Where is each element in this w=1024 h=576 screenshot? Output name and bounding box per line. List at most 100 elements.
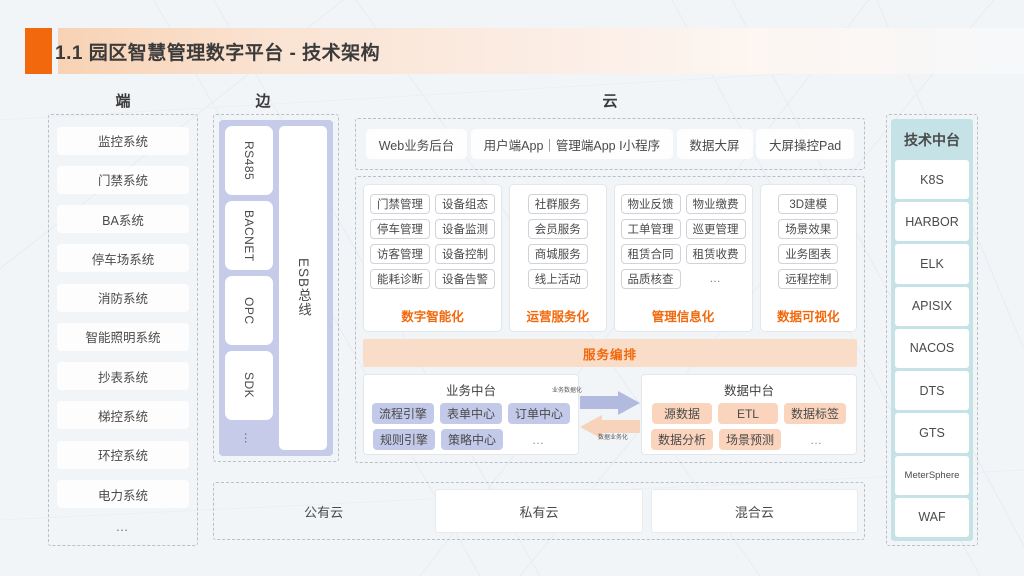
function-chip[interactable]: 品质核查	[620, 269, 681, 289]
tech-platform-item[interactable]: MeterSphere	[895, 455, 969, 495]
cloud-deployment-types-panel: 公有云 私有云混合云	[213, 482, 865, 540]
function-chip[interactable]: 能耗诊断	[370, 269, 430, 289]
end-system-item[interactable]: 电力系统	[57, 480, 189, 509]
esb-bus-label: ESB总线	[296, 258, 311, 318]
function-chip[interactable]: 访客管理	[370, 244, 430, 264]
function-chip[interactable]: 3D建模	[778, 194, 839, 214]
function-group-row: 远程控制	[778, 269, 839, 289]
edge-protocol-label: OPC	[242, 296, 256, 325]
function-group-title: 数字智能化	[401, 310, 464, 324]
function-chip[interactable]: 设备组态	[435, 194, 495, 214]
function-group-title: 数据可视化	[776, 310, 840, 324]
function-group: 3D建模场景效果业务图表远程控制数据可视化	[759, 184, 857, 332]
end-system-item[interactable]: BA系统	[57, 205, 189, 234]
middle-platform-chip[interactable]: 规则引擎	[372, 429, 435, 450]
end-system-item[interactable]: 环控系统	[57, 440, 189, 469]
function-chip[interactable]: 业务图表	[778, 244, 839, 264]
middle-platform-chip[interactable]: 数据标签	[783, 403, 846, 424]
function-group-grid: 门禁管理设备组态停车管理设备监测访客管理设备控制能耗诊断设备告警	[370, 194, 495, 289]
tech-platform-item[interactable]: APISIX	[895, 286, 969, 326]
middle-platform-chip[interactable]: 场景预测	[719, 429, 782, 450]
tech-platform-item[interactable]: NACOS	[895, 328, 969, 369]
cloud-type-box[interactable]: 混合云	[650, 489, 858, 533]
function-group-row: 3D建模	[778, 194, 839, 214]
function-group-row: 停车管理设备监测	[370, 219, 495, 239]
end-system-item[interactable]: 停车场系统	[57, 244, 189, 273]
function-chip[interactable]: 租赁收费	[685, 244, 746, 264]
tech-platform-item[interactable]: HARBOR	[895, 202, 969, 242]
function-chip[interactable]: 停车管理	[370, 219, 430, 239]
function-group-row: 租赁合同租赁收费	[620, 244, 746, 264]
cloud-type-box[interactable]: 公有云	[304, 504, 344, 520]
function-chip[interactable]: 租赁合同	[620, 244, 681, 264]
tech-platform-item[interactable]: GTS	[895, 413, 969, 453]
cloud-app-chip[interactable]: Web业务后台	[365, 129, 468, 159]
function-group-row: 会员服务	[527, 219, 588, 239]
middle-platform-chip[interactable]: 源数据	[651, 403, 712, 424]
end-systems-panel: 监控系统门禁系统 BA系统停车场系统消防系统智能照明系统抄表系统梯控系统环控系统电…	[48, 114, 198, 546]
middle-platform-chip[interactable]: 策略中心	[441, 429, 504, 450]
function-group-grid: 3D建模场景效果业务图表远程控制	[767, 194, 851, 289]
arrow-top-label: 业务数据化	[552, 386, 582, 394]
service-orchestration-bar: 服务编排	[363, 339, 857, 367]
arrow-business-to-data: 业务数据化	[552, 387, 640, 415]
middle-platforms-row: 业务中台 流程引擎表单中心订单中心规则引擎策略中心… 业务数据化 数据业务化 数…	[363, 374, 857, 455]
function-groups-row: 门禁管理设备组态停车管理设备监测访客管理设备控制能耗诊断设备告警数字智能化社群服…	[363, 184, 857, 332]
edge-protocol-item[interactable]: SDK	[225, 351, 273, 420]
function-chip[interactable]: 物业缴费	[685, 194, 746, 214]
tech-platform-item[interactable]: ELK	[895, 244, 969, 284]
cloud-type-box[interactable]: 私有云	[435, 489, 643, 533]
tech-platform-item[interactable]: DTS	[895, 371, 969, 411]
edge-protocol-item[interactable]: BACNET	[225, 201, 273, 270]
cloud-app-chip[interactable]: 大屏操控Pad	[756, 129, 855, 159]
end-system-item[interactable]: 梯控系统	[57, 401, 189, 430]
function-group-row: 社群服务	[527, 194, 588, 214]
function-chip[interactable]: 设备监测	[435, 219, 495, 239]
cloud-app-chip[interactable]: 数据大屏	[676, 129, 753, 159]
cloud-applications-panel: Web业务后台用户端App｜管理端App I小程序数据大屏大屏操控Pad	[355, 118, 865, 170]
middle-platform-chip[interactable]: 数据分析	[650, 429, 713, 450]
function-chip[interactable]: 远程控制	[778, 269, 839, 289]
end-system-item[interactable]: 门禁系统	[57, 165, 189, 194]
edge-protocol-item[interactable]: RS485	[225, 126, 273, 195]
function-chip[interactable]: 巡更管理	[685, 219, 746, 239]
function-group-grid: 社群服务会员服务商城服务线上活动	[516, 194, 600, 289]
function-chip[interactable]: 商城服务	[527, 244, 588, 264]
cloud-app-chip[interactable]: 用户端App｜管理端App I小程序	[470, 129, 674, 159]
middle-platform-chip[interactable]: 表单中心	[439, 403, 502, 424]
edge-protocol-item[interactable]: OPC	[225, 276, 273, 345]
function-group-row: 线上活动	[527, 269, 588, 289]
middle-platform-chip[interactable]: ETL	[717, 403, 778, 424]
column-header-end: 端	[115, 93, 131, 110]
function-chip[interactable]: 会员服务	[527, 219, 588, 239]
tech-platform-item[interactable]: K8S	[895, 160, 969, 200]
function-chip[interactable]: 设备控制	[435, 244, 495, 264]
end-system-item[interactable]: 消防系统	[57, 283, 189, 312]
middle-platform-chip: …	[810, 432, 825, 447]
end-system-item[interactable]: 抄表系统	[57, 362, 189, 391]
function-chip[interactable]: 工单管理	[620, 219, 681, 239]
function-group-title: 管理信息化	[651, 310, 715, 324]
end-system-item[interactable]: 监控系统	[57, 126, 189, 155]
function-chip[interactable]: 线上活动	[527, 269, 588, 289]
end-systems-more: …	[115, 518, 131, 534]
tech-platform-header: 技术中台	[904, 132, 960, 148]
edge-protocol-label: RS485	[242, 140, 256, 181]
function-chip[interactable]: 门禁管理	[370, 194, 430, 214]
data-platform-title: 数据中台	[723, 384, 774, 398]
function-group-row: 门禁管理设备组态	[370, 194, 495, 214]
function-chip[interactable]: 场景效果	[778, 219, 839, 239]
function-group-row: 物业反馈物业缴费	[620, 194, 746, 214]
arrow-data-to-business: 数据业务化	[580, 414, 640, 440]
function-chip[interactable]: 物业反馈	[620, 194, 681, 214]
function-chip[interactable]: 社群服务	[527, 194, 588, 214]
middle-platform-chip[interactable]: 流程引擎	[371, 403, 434, 424]
tech-platform-item[interactable]: WAF	[895, 497, 969, 537]
end-system-item[interactable]: 智能照明系统	[57, 322, 189, 351]
middle-platform-chip[interactable]: 订单中心	[508, 403, 571, 424]
middle-platform-row: 流程引擎表单中心订单中心	[371, 403, 571, 424]
function-chip[interactable]: 设备告警	[435, 269, 495, 289]
